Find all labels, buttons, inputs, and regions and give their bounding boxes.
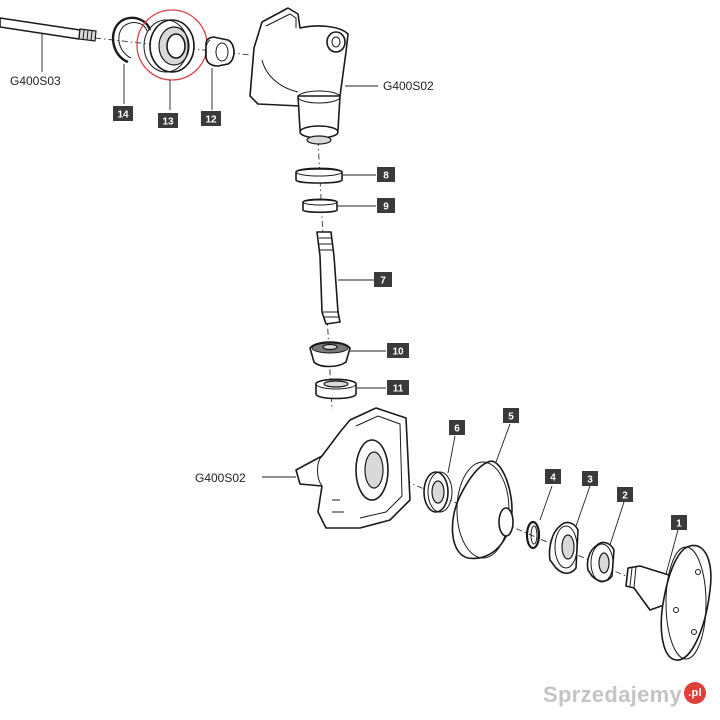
- bearing-6: [423, 435, 456, 513]
- top-shaft: [0, 17, 97, 72]
- snap-ring-14: [111, 16, 152, 104]
- watermark-badge: .pl: [684, 682, 706, 704]
- callout-13: 13: [158, 113, 178, 128]
- washer-9: [302, 198, 376, 214]
- bearing-3: [548, 485, 591, 575]
- bearing-13: [143, 19, 195, 73]
- svg-text:6: 6: [454, 424, 460, 435]
- watermark-logo: Sprzedajemy.pl: [543, 682, 706, 708]
- svg-text:14: 14: [117, 110, 129, 121]
- o-ring-4: [525, 485, 553, 550]
- cover-plate-5: [451, 423, 514, 560]
- ref-label-lower-housing: G400S02: [195, 471, 246, 485]
- svg-text:8: 8: [383, 171, 389, 182]
- svg-text:2: 2: [622, 491, 628, 502]
- callout-12: 12: [201, 111, 221, 126]
- svg-text:5: 5: [508, 412, 514, 423]
- callout-3: 3: [582, 471, 598, 486]
- washer-8: [295, 167, 376, 184]
- cap-12: [205, 36, 235, 110]
- svg-text:10: 10: [392, 347, 404, 358]
- callout-6: 6: [449, 420, 465, 435]
- callout-11: 11: [387, 380, 409, 395]
- svg-text:4: 4: [550, 473, 556, 484]
- callout-7: 7: [374, 272, 392, 287]
- svg-text:1: 1: [676, 519, 682, 530]
- callout-5: 5: [503, 408, 519, 423]
- bearing-2: [586, 501, 625, 583]
- shaft-7: [316, 231, 376, 325]
- callout-1: 1: [671, 515, 687, 530]
- svg-text:12: 12: [205, 115, 217, 126]
- ref-label-top-shaft: G400S03: [10, 74, 61, 88]
- svg-text:9: 9: [383, 202, 389, 213]
- bearing-11: [315, 378, 386, 400]
- callout-9: 9: [377, 198, 395, 213]
- ref-label-upper-housing: G400S02: [383, 79, 434, 93]
- upper-housing: [249, 7, 378, 145]
- hub-flange-1: [625, 529, 712, 661]
- svg-text:3: 3: [587, 475, 593, 486]
- svg-text:7: 7: [380, 276, 386, 287]
- svg-text:13: 13: [162, 117, 174, 128]
- callout-2: 2: [617, 487, 633, 502]
- callout-4: 4: [545, 469, 561, 484]
- watermark-text: Sprzedajemy: [542, 682, 682, 707]
- bushing-10: [309, 341, 386, 368]
- callout-14: 14: [113, 106, 133, 121]
- callout-10: 10: [387, 343, 409, 358]
- lower-housing: [262, 407, 411, 529]
- svg-text:11: 11: [393, 384, 404, 395]
- callout-8: 8: [377, 167, 395, 182]
